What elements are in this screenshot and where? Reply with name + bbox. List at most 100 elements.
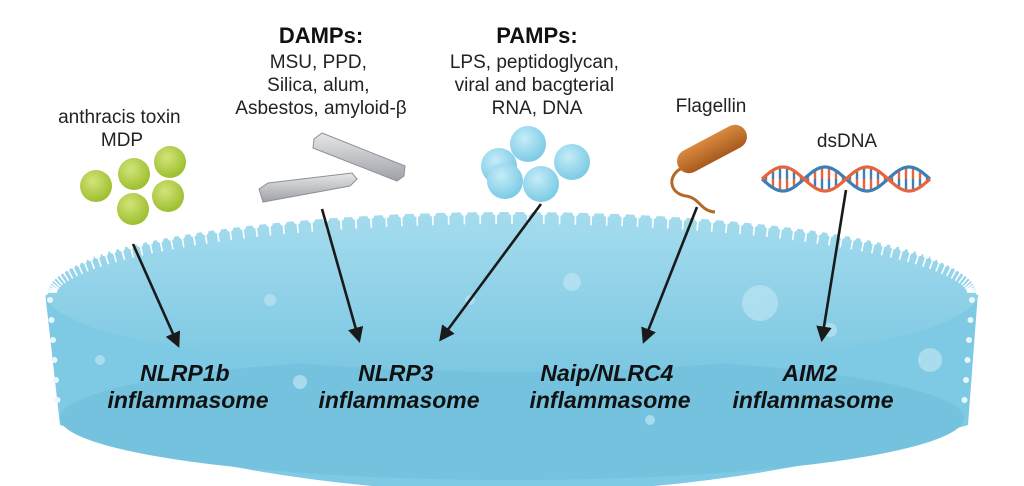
lipid-head [969, 297, 975, 303]
lipid-head [964, 357, 971, 363]
lipid-head [709, 216, 716, 224]
lipid-head [352, 213, 360, 221]
lipid-head [226, 224, 234, 232]
lipid-head [961, 397, 968, 403]
lipid-head [880, 240, 888, 248]
lipid-head [252, 221, 260, 229]
lipid-head [870, 238, 878, 245]
lipid-head [492, 208, 500, 216]
lipid-head [51, 357, 58, 363]
lipid-head [382, 211, 390, 219]
lipid-head [337, 214, 345, 221]
lipid-head [923, 251, 931, 259]
lipid-head [74, 259, 81, 267]
arrow-flagellin-to-nlrc4 [641, 206, 699, 344]
lipid-head [899, 244, 906, 252]
lipid-head [47, 297, 53, 303]
cell-bubble [293, 375, 307, 389]
lipid-head [367, 212, 375, 220]
lipid-head [136, 240, 144, 248]
lipid-head [664, 213, 672, 221]
lipid-head [649, 212, 657, 220]
lipid-head [967, 317, 974, 323]
lipid-head [751, 220, 759, 228]
lipid-head [963, 377, 969, 383]
lipid-head [737, 218, 745, 226]
lipid-head [915, 249, 923, 257]
arrows [131, 189, 848, 348]
lipid-head [54, 397, 61, 403]
lipid-head [476, 208, 484, 216]
arrow-damps-to-nlrp3 [320, 208, 364, 344]
lipid-head [803, 226, 811, 234]
lipid-head [63, 264, 71, 272]
green-spheres-icon [80, 146, 186, 225]
lipid-head [308, 216, 315, 224]
cell-membrane [41, 208, 983, 486]
cell-bubble [563, 273, 581, 291]
lipid-head [679, 214, 687, 221]
lipid-head [508, 208, 516, 216]
lipid-head [975, 288, 983, 296]
cell-bottom-rim [60, 356, 964, 480]
lipid-head [849, 233, 857, 241]
flagellin-label: Flagellin [676, 96, 747, 117]
lipid-head [429, 209, 437, 217]
lipid-head [93, 251, 101, 259]
damps-title: DAMPs: [279, 23, 363, 48]
lipid-head [146, 238, 154, 245]
damps-list: MSU, PPD, Silica, alum, Asbestos, amyloi… [235, 52, 407, 119]
lipid-head [764, 221, 772, 229]
lipid-head [201, 228, 209, 236]
lipid-head [50, 337, 56, 343]
arrow-anthracis-to-nlrp1b [131, 243, 181, 348]
arrow-pamps-to-nlrp3 [439, 203, 543, 342]
lipid-head [948, 261, 956, 269]
lipid-head [293, 217, 301, 225]
lipid-head [943, 259, 950, 267]
lipid-head [109, 247, 117, 254]
dna-backbone [760, 165, 932, 193]
lipid-head [101, 249, 109, 257]
crystal-rods-icon [258, 132, 406, 203]
lipid-head [936, 256, 944, 264]
lipid-head [603, 210, 611, 218]
lipid-head [239, 223, 247, 231]
lipid-head [167, 233, 175, 241]
lipid-head [815, 228, 823, 236]
lipid-head [587, 209, 595, 217]
anthracis-label: anthracis toxin MDP [58, 107, 186, 151]
lipid-head [890, 242, 897, 250]
pamps-title: PAMPs: [496, 23, 578, 48]
lipid-head [156, 236, 164, 243]
cell-bubble [95, 355, 105, 365]
aim2-inflammasome-label: AIM2 inflammasome [732, 360, 893, 413]
cell-bubble [264, 294, 276, 306]
lipid-head [80, 256, 88, 264]
lipid-head [540, 208, 548, 216]
cell-top-surface [45, 212, 979, 372]
dsdna-label: dsDNA [817, 131, 878, 152]
cell-bubble [742, 285, 778, 321]
lipid-head [524, 208, 532, 216]
nlrp1b-inflammasome-label: NLRP1b inflammasome [107, 360, 268, 413]
lipid-head [723, 217, 731, 225]
lipid-head [189, 230, 197, 237]
lipid-head [48, 317, 55, 323]
lipid-head [127, 242, 134, 250]
lipid-head [907, 247, 915, 254]
lipid-head [572, 209, 579, 217]
bacterium-icon [670, 124, 747, 214]
arrow-dsdna-to-aim2 [816, 189, 848, 343]
pamps-list: LPS, peptidoglycan, viral and bacgterial… [450, 52, 624, 119]
lipid-head [827, 230, 835, 237]
lipid-head [279, 218, 287, 226]
dna-helix-icon [760, 165, 932, 193]
lipid-head [966, 337, 972, 343]
lipid-head [213, 226, 221, 234]
naip-nlrc4-inflammasome-label: Naip/NLRC4 inflammasome [529, 360, 690, 413]
lipid-head [265, 220, 273, 228]
lipid-head [68, 261, 76, 269]
